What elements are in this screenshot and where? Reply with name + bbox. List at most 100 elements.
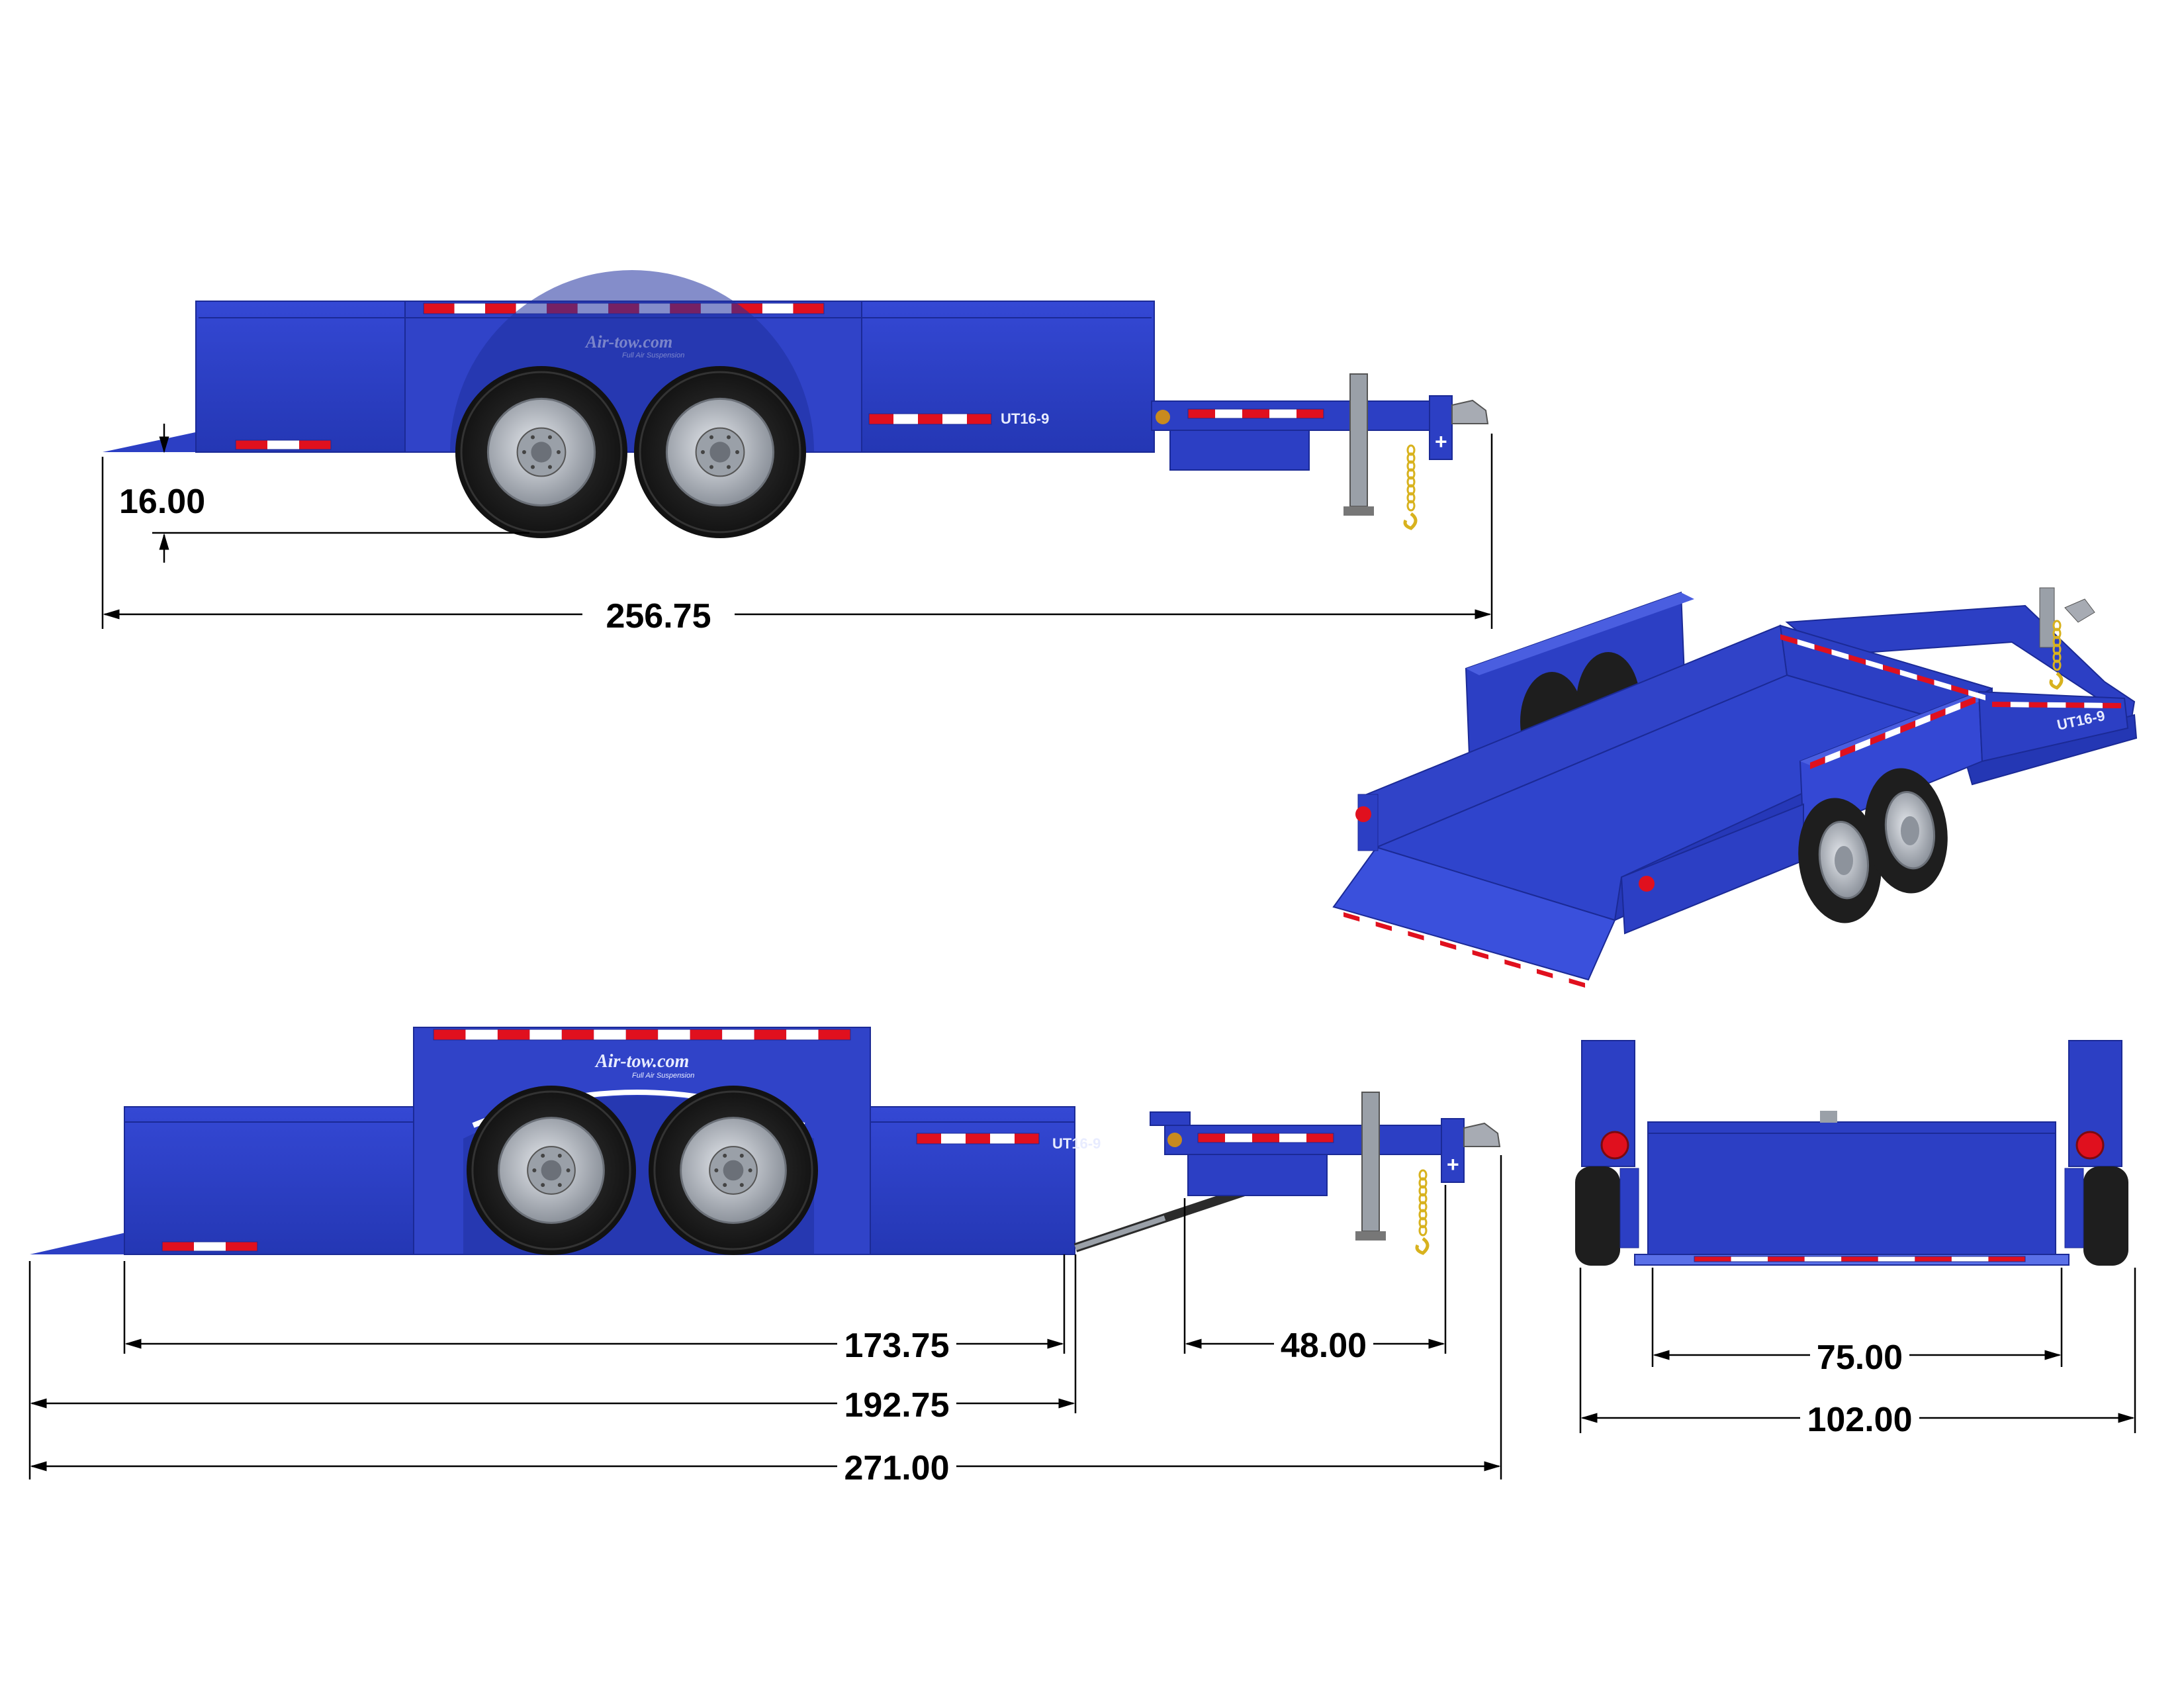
reflector-segment (967, 414, 991, 424)
reflector-segment (869, 414, 893, 424)
reflector-segment (1915, 714, 1931, 727)
reflector-segment (1456, 945, 1473, 955)
bottom-upper-reflector-strip (433, 1029, 851, 1041)
reflector-segment (793, 303, 824, 314)
reflector-segment (1343, 912, 1360, 922)
bottom-logo: Air-tow.com (594, 1051, 689, 1072)
bottom-tagline: Full Air Suspension (632, 1072, 694, 1080)
reflector-segment (1866, 659, 1883, 670)
iso-wheel-front (1864, 768, 1948, 894)
reflector-segment (497, 1029, 530, 1040)
reflector-segment (658, 1029, 690, 1040)
reflector-segment (1269, 409, 1297, 418)
bottom-tongue-reflector-strip (1197, 1133, 1334, 1143)
bottom-side-view: Air-tow.com Full Air Suspension UT16-9 + (30, 1027, 1501, 1255)
bottom-wheel-front (649, 1086, 818, 1255)
iso-ramp-reflector-strip (1343, 912, 1585, 988)
rear-tail-light-left (1600, 1131, 1629, 1160)
reflector-segment (594, 1029, 626, 1040)
top-side-view: Air-tow.com Full Air Suspension UT16-9 + (103, 270, 1489, 538)
reflector-segment (2028, 702, 2048, 708)
dim-bottom-tongue-length: 48.00 (1281, 1327, 1367, 1365)
reflector-segment (1945, 702, 1961, 716)
reflector-segment (1840, 744, 1856, 757)
bottom-rear-reflector-strip (161, 1241, 258, 1252)
reflector-segment (1472, 950, 1488, 960)
reflector-segment (433, 1029, 466, 1040)
bottom-safety-chain-icon (1415, 1169, 1430, 1255)
reflector-segment (1488, 955, 1505, 964)
reflector-segment (1188, 409, 1215, 418)
reflector-segment (1870, 732, 1886, 745)
reflector-segment (1988, 1256, 2025, 1262)
reflector-segment (1242, 409, 1269, 418)
reflector-segment (690, 1029, 723, 1040)
reflector-segment (1279, 1133, 1306, 1143)
reflector-segment (465, 1029, 498, 1040)
top-wheel-rear (455, 366, 627, 538)
reflector-segment (918, 414, 942, 424)
reflector-segment (1731, 1256, 1768, 1262)
reflector-segment (1855, 738, 1870, 751)
reflector-segment (762, 303, 794, 314)
bottom-hitch-coupler (1463, 1122, 1501, 1147)
reflector-segment (1375, 921, 1392, 931)
reflector-segment (1899, 669, 1917, 680)
reflector-segment (162, 1242, 194, 1251)
reflector-segment (1297, 409, 1324, 418)
reflector-segment (1408, 931, 1424, 941)
reflector-segment (722, 1029, 754, 1040)
reflector-segment (1934, 680, 1952, 690)
reflector-segment (990, 1133, 1015, 1144)
reflector-segment (2047, 702, 2066, 708)
reflector-segment (1951, 684, 1969, 696)
reflector-segment (893, 414, 918, 424)
reflector-segment (1797, 639, 1815, 650)
rear-tire-right (2083, 1166, 2128, 1266)
reflector-segment (1780, 634, 1797, 645)
reflector-segment (1306, 1133, 1334, 1143)
reflector-segment (1768, 1256, 1805, 1262)
iso-wheel-rear (1798, 798, 1882, 923)
rear-dimensions: 75.00 102.00 (1579, 1268, 2136, 1439)
bottom-toolbox (1187, 1154, 1328, 1196)
reflector-segment (1960, 696, 1976, 710)
top-toolbox (1169, 430, 1310, 471)
svg-text:+: + (1435, 430, 1447, 453)
rear-tail-light-right (2075, 1131, 2105, 1160)
reflector-segment (1553, 973, 1569, 983)
reflector-segment (1252, 1133, 1279, 1143)
rear-bed-wall (1647, 1121, 2056, 1255)
iso-jack (2039, 587, 2055, 648)
reflector-segment (2010, 702, 2029, 708)
iso-coupler (2064, 598, 2095, 623)
reflector-segment (1917, 675, 1934, 685)
reflector-segment (754, 1029, 787, 1040)
reflector-segment (236, 440, 267, 449)
reflector-segment (917, 1133, 941, 1144)
reflector-segment (1504, 959, 1521, 969)
bottom-wheel-rear (467, 1086, 636, 1255)
reflector-segment (786, 1029, 819, 1040)
reflector-segment (1814, 644, 1832, 655)
reflector-segment (1885, 726, 1901, 739)
top-wheel-front (634, 366, 806, 538)
reflector-segment (1015, 1133, 1039, 1144)
reflector-segment (1520, 964, 1537, 974)
dim-top-deck-height: 16.00 (119, 483, 205, 521)
reflector-segment (561, 1029, 594, 1040)
top-hitch-coupler (1451, 399, 1489, 424)
reflector-segment (1215, 409, 1242, 418)
iso-tail-light-right (1639, 876, 1655, 892)
reflector-segment (1968, 690, 1985, 700)
top-amber-light (1156, 410, 1170, 424)
reflector-segment (1440, 940, 1457, 950)
reflector-segment (1951, 1256, 1989, 1262)
iso-front-reflector-strip (1780, 634, 1985, 700)
bottom-dimensions: 173.75 48.00 192.75 271.00 (28, 1155, 1502, 1487)
reflector-segment (1392, 926, 1408, 936)
reflector-segment (1225, 1133, 1252, 1143)
dim-top-overall-length: 256.75 (606, 597, 711, 635)
isometric-view: UT16-9 (1332, 587, 2138, 988)
